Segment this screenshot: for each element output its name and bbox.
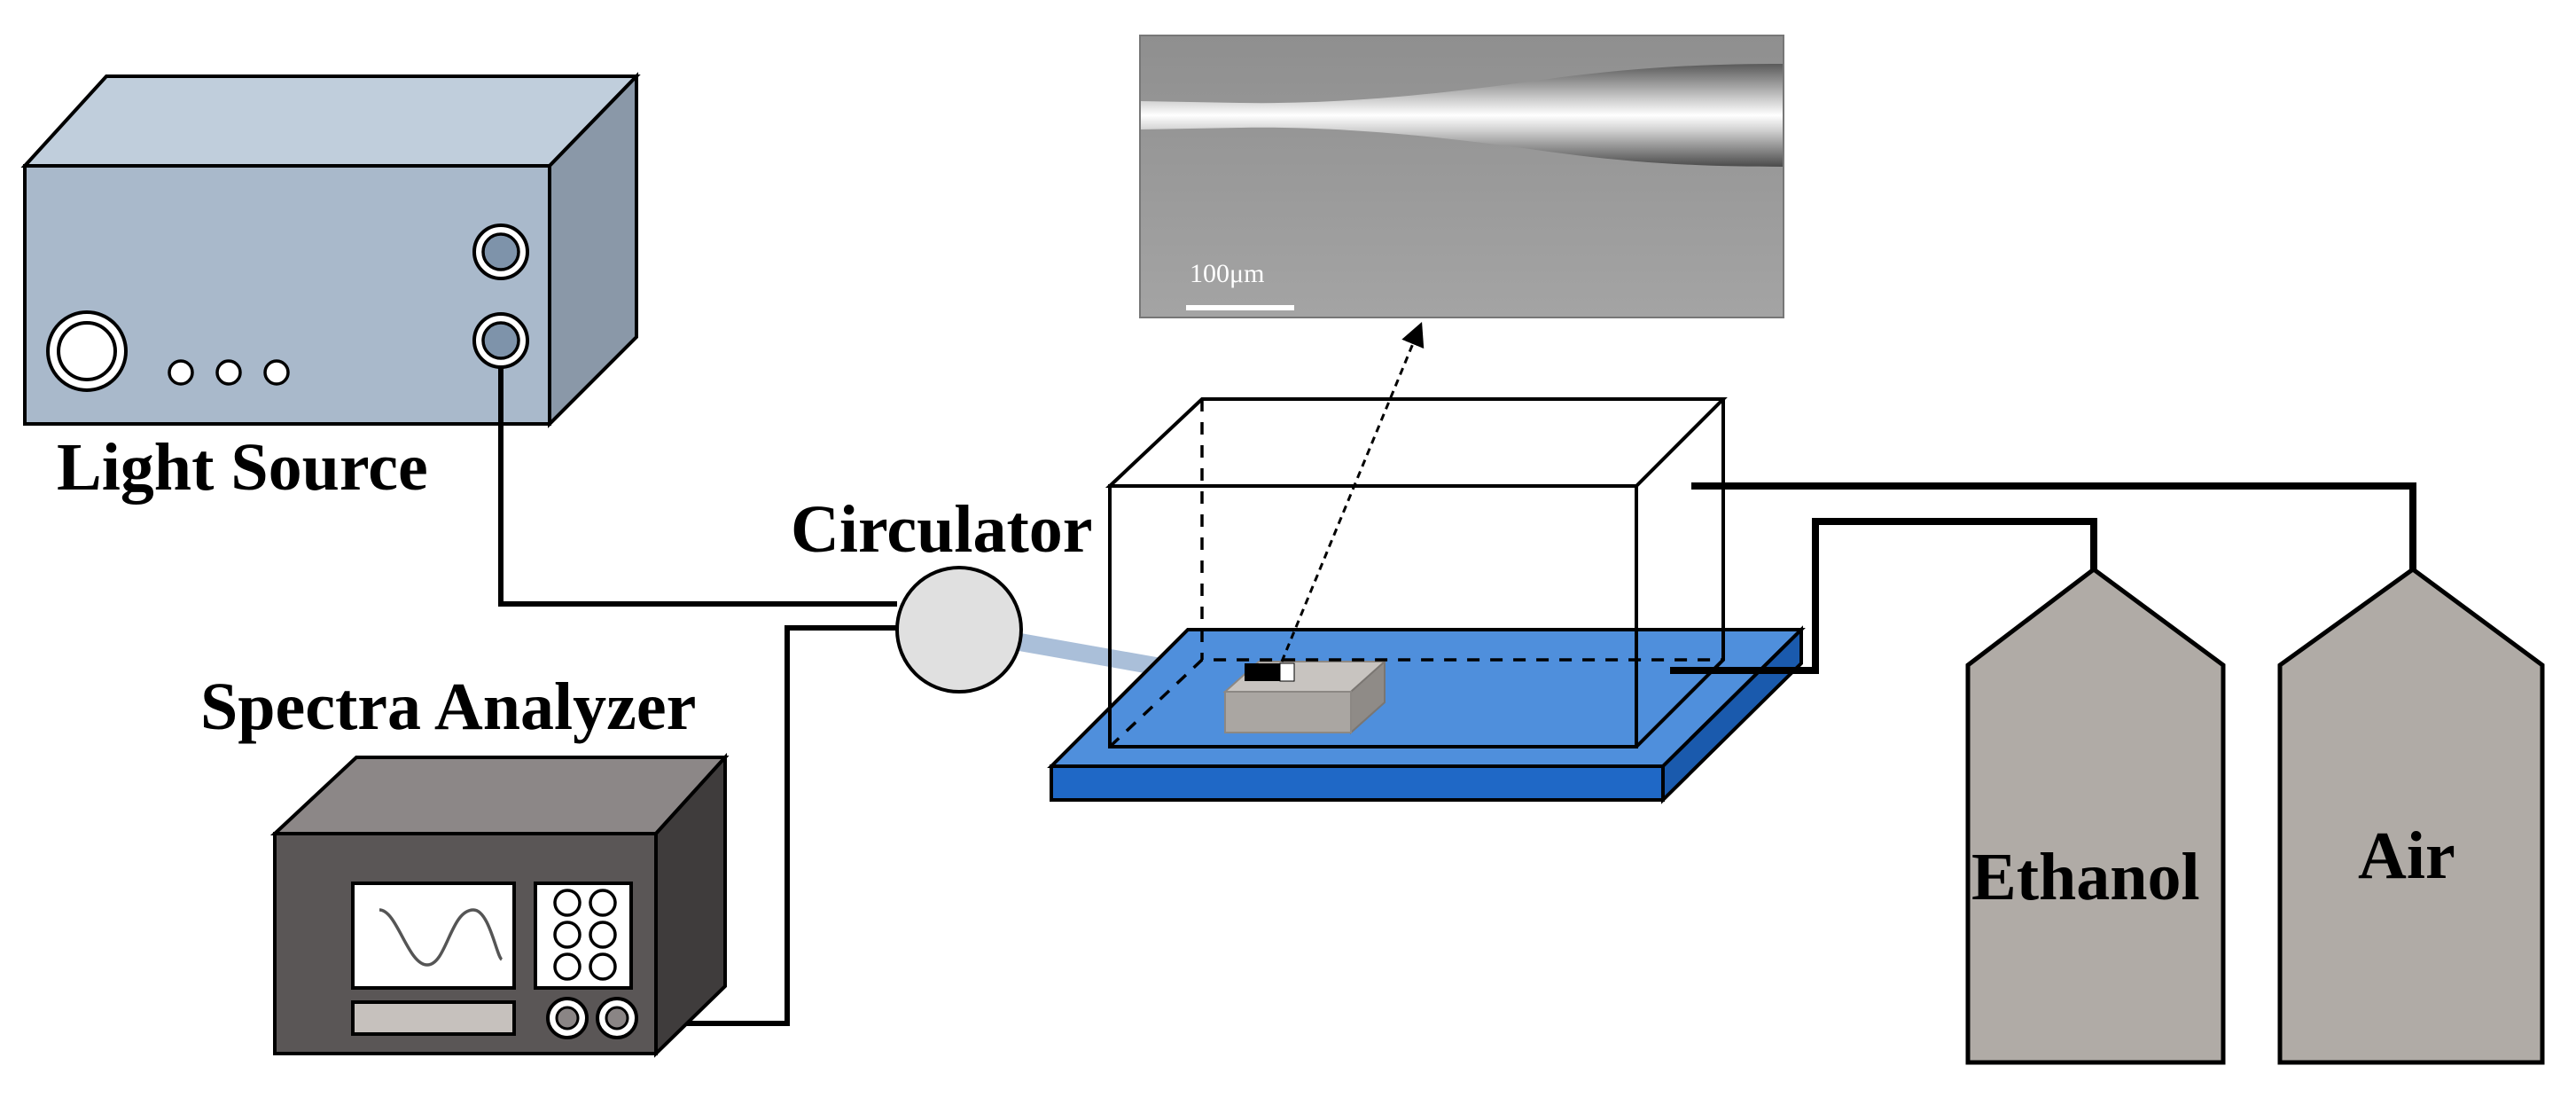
fiber-micrograph: 100μm (1139, 35, 1784, 318)
analyzer-button (589, 889, 617, 917)
spectra-analyzer-label: Spectra Analyzer (200, 670, 696, 744)
air-gas-line (1691, 482, 2416, 569)
sine-wave-icon (379, 908, 503, 967)
light-source-to-circulator-cable (498, 367, 897, 607)
zoom-arrow (1280, 322, 1425, 662)
analyzer-button (589, 952, 617, 981)
sensor-block (1222, 659, 1387, 735)
analyzer-display-bar (351, 1000, 516, 1036)
analyzer-port-right (596, 997, 638, 1039)
gas-lines (1670, 482, 2416, 674)
light-source-port-lower (472, 312, 529, 369)
air-cylinder (2277, 566, 2545, 1065)
indicator-dot-1 (168, 359, 194, 386)
platform-front (1050, 764, 1665, 802)
analyzer-button (589, 921, 617, 949)
circulator-label: Circulator (791, 492, 1093, 567)
ethanol-gas-line (1670, 518, 2097, 674)
fiber-cables (498, 367, 897, 1026)
spectra-analyzer-box (269, 752, 730, 1058)
analyzer-button-grid (534, 882, 633, 990)
ethanol-cylinder (1965, 566, 2226, 1065)
scale-bar (1186, 305, 1294, 310)
ethanol-label: Ethanol (1971, 840, 2200, 914)
chamber-front-face (1108, 484, 1638, 748)
circulator-to-analyzer-cable (622, 625, 897, 1026)
tapered-fiber-sensor (1245, 663, 1280, 681)
analyzer-button (553, 952, 582, 981)
waveform-screen (351, 882, 516, 990)
light-source-label: Light Source (57, 430, 428, 505)
air-label: Air (2358, 819, 2455, 893)
tapered-fiber-image (1140, 64, 1784, 167)
indicator-dot-3 (263, 359, 290, 386)
light-source-top-face (20, 74, 641, 168)
light-source-port-upper (472, 223, 529, 280)
circulator-icon (895, 566, 1023, 694)
analyzer-button (553, 921, 582, 949)
light-source-box (20, 72, 641, 428)
analyzer-top-face (269, 756, 730, 835)
indicator-dot-2 (215, 359, 242, 386)
scale-bar-label: 100μm (1190, 259, 1264, 288)
gas-chamber (1105, 397, 1728, 748)
sensing-platform (1047, 625, 1806, 804)
analyzer-port-left (546, 997, 589, 1039)
power-knob-icon (46, 310, 128, 392)
analyzer-button (553, 889, 582, 917)
